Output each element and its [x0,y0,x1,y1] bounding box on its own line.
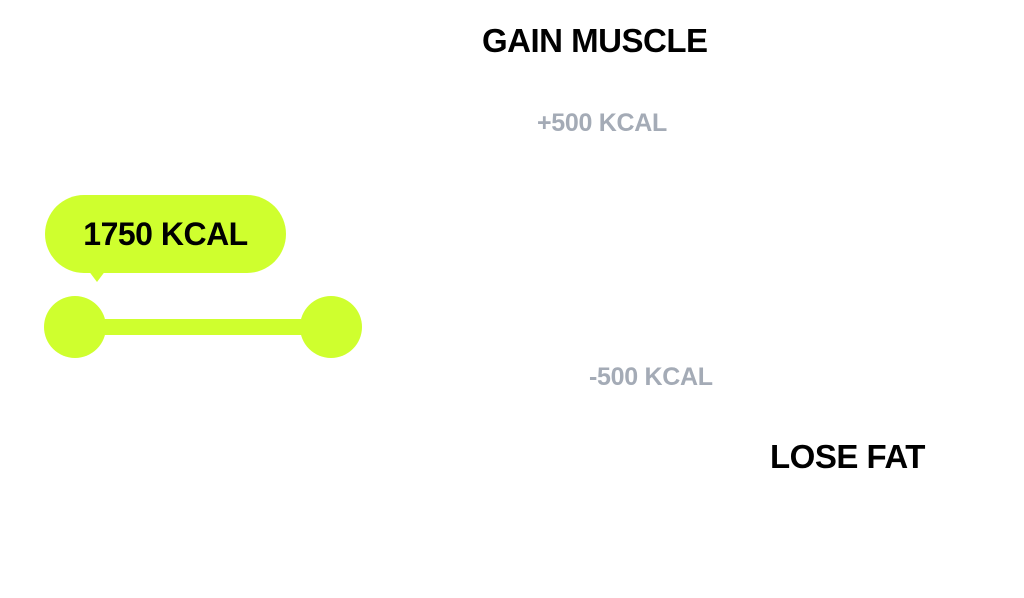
calorie-value-text: 1750 KCAL [83,215,248,252]
calorie-slider-track[interactable] [75,319,332,335]
lose-fat-label[interactable]: LOSE FAT [770,438,925,475]
minus-calories-label: -500 KCAL [589,363,713,391]
calorie-value-tooltip: 1750 KCAL [45,195,286,273]
gain-muscle-label[interactable]: GAIN MUSCLE [482,22,708,59]
tooltip-pointer [88,270,106,282]
slider-handle-left[interactable] [44,296,106,358]
slider-handle-right[interactable] [300,296,362,358]
plus-calories-label: +500 KCAL [537,109,667,137]
